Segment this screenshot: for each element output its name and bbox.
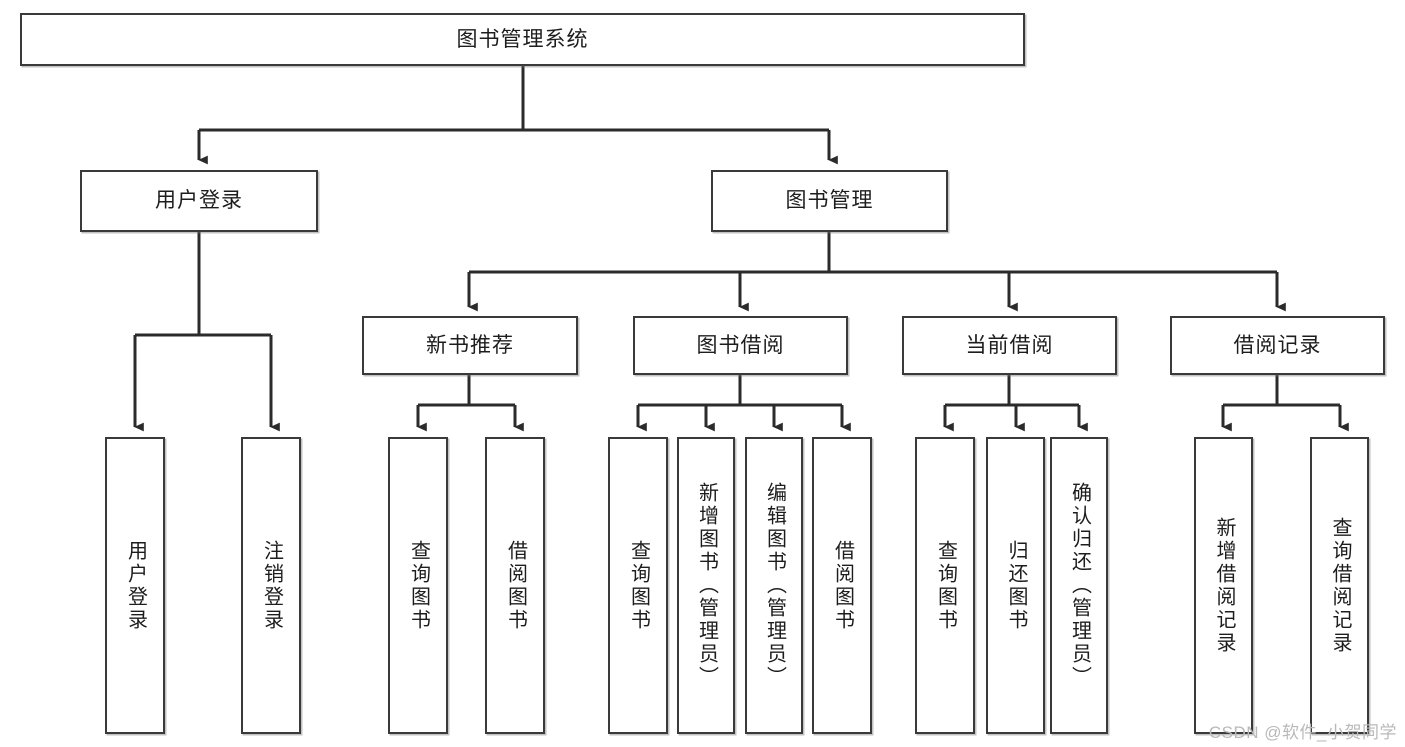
node-leaf-label: 查询借阅记录 xyxy=(1329,516,1351,655)
node-leaf-recommend-query-book[interactable]: 查询图书 xyxy=(388,437,448,734)
node-user-login[interactable]: 用户登录 xyxy=(80,170,318,232)
node-book-management[interactable]: 图书管理 xyxy=(711,170,948,232)
node-current-borrow[interactable]: 当前借阅 xyxy=(902,316,1117,375)
node-borrow-record[interactable]: 借阅记录 xyxy=(1170,316,1385,375)
node-book-borrow[interactable]: 图书借阅 xyxy=(633,316,848,375)
node-leaf-borrow-edit-book[interactable]: 编辑图书（管理员） xyxy=(745,437,803,734)
node-leaf-label: 借阅图书 xyxy=(831,539,854,632)
node-leaf-label: 注销登录 xyxy=(260,539,283,632)
node-new-book-recommend[interactable]: 新书推荐 xyxy=(362,316,578,375)
node-leaf-record-query-record[interactable]: 查询借阅记录 xyxy=(1310,437,1369,734)
node-leaf-label: 查询图书 xyxy=(407,539,430,632)
node-leaf-label: 借阅图书 xyxy=(504,539,527,632)
node-leaf-label: 用户登录 xyxy=(124,539,147,632)
csdn-watermark: CSDN @软件_小贺同学 xyxy=(1208,723,1397,742)
node-leaf-label: 确认归还（管理员） xyxy=(1068,482,1091,689)
node-leaf-label: 新增借阅记录 xyxy=(1213,516,1235,655)
node-leaf-borrow-add-book[interactable]: 新增图书（管理员） xyxy=(677,437,735,734)
node-leaf-label: 新增图书（管理员） xyxy=(695,482,718,689)
node-leaf-label: 编辑图书（管理员） xyxy=(763,482,786,689)
node-leaf-label: 查询图书 xyxy=(934,539,957,632)
node-leaf-record-add-record[interactable]: 新增借阅记录 xyxy=(1194,437,1253,734)
node-leaf-user-login-login[interactable]: 用户登录 xyxy=(105,437,165,734)
node-leaf-recommend-borrow-book[interactable]: 借阅图书 xyxy=(485,437,545,734)
node-leaf-current-query-book[interactable]: 查询图书 xyxy=(915,437,975,734)
node-leaf-label: 归还图书 xyxy=(1005,539,1027,632)
node-leaf-label: 查询图书 xyxy=(627,539,650,632)
node-leaf-borrow-query-book[interactable]: 查询图书 xyxy=(608,437,668,734)
node-leaf-current-confirm-return[interactable]: 确认归还（管理员） xyxy=(1050,437,1108,734)
node-leaf-borrow-borrow-book[interactable]: 借阅图书 xyxy=(812,437,872,734)
node-leaf-user-login-logout[interactable]: 注销登录 xyxy=(241,437,301,734)
node-root-system[interactable]: 图书管理系统 xyxy=(20,13,1025,66)
node-leaf-current-return-book[interactable]: 归还图书 xyxy=(986,437,1045,734)
